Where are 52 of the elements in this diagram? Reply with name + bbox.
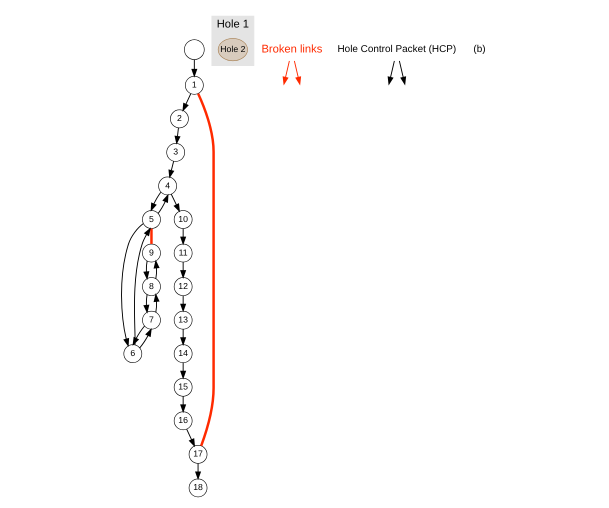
arrow [180, 228, 186, 246]
arrow [387, 60, 394, 86]
arrow [138, 328, 152, 348]
node-circle: 8 [142, 277, 160, 296]
node-circle: 9 [142, 244, 160, 262]
arrow [194, 463, 201, 480]
connector [196, 93, 214, 446]
arrow [168, 160, 174, 179]
arrow [142, 260, 149, 280]
arrow [174, 128, 180, 145]
arrow [293, 60, 301, 86]
node-text: Broken links [260, 43, 322, 56]
node-ellipse: Hole 2 [217, 38, 248, 62]
arrow [153, 260, 160, 280]
node-circle: 18 [188, 478, 207, 498]
arrow [157, 194, 168, 214]
arrow [170, 194, 180, 212]
label: (b) [472, 44, 486, 55]
connector [150, 228, 152, 244]
node-circle: 10 [173, 210, 192, 229]
arrow [134, 227, 150, 346]
node-circle: 17 [188, 445, 207, 464]
arrow [180, 396, 186, 414]
arrow [282, 60, 290, 86]
arrow [398, 60, 406, 86]
arrow [190, 59, 197, 78]
node-circle: 2 [170, 110, 188, 128]
node-circle: 15 [173, 378, 192, 397]
node-circle: 13 [173, 310, 192, 330]
node-circle [184, 39, 204, 60]
node-circle: 5 [142, 210, 160, 229]
node-circle: 1 [184, 76, 204, 95]
arrow [186, 428, 195, 448]
arrow [180, 262, 186, 279]
arrow [180, 328, 186, 346]
node-circle: 11 [173, 244, 192, 262]
node-circle: 7 [142, 310, 160, 330]
node-text: Hole Control Packet (HCP) [337, 44, 456, 55]
arrow [180, 295, 186, 312]
arrow [153, 293, 160, 313]
arrow [120, 223, 144, 348]
arrow [142, 294, 149, 314]
node-circle: 16 [173, 412, 192, 430]
arrow [150, 192, 161, 212]
node-circle: 3 [166, 143, 184, 162]
node-circle: 6 [123, 344, 142, 364]
node-circle: 4 [158, 176, 176, 196]
arrow [180, 362, 186, 380]
arrow [182, 93, 191, 112]
node-circle: 12 [173, 277, 192, 296]
arrow [132, 326, 144, 346]
node-circle: 14 [173, 344, 192, 364]
